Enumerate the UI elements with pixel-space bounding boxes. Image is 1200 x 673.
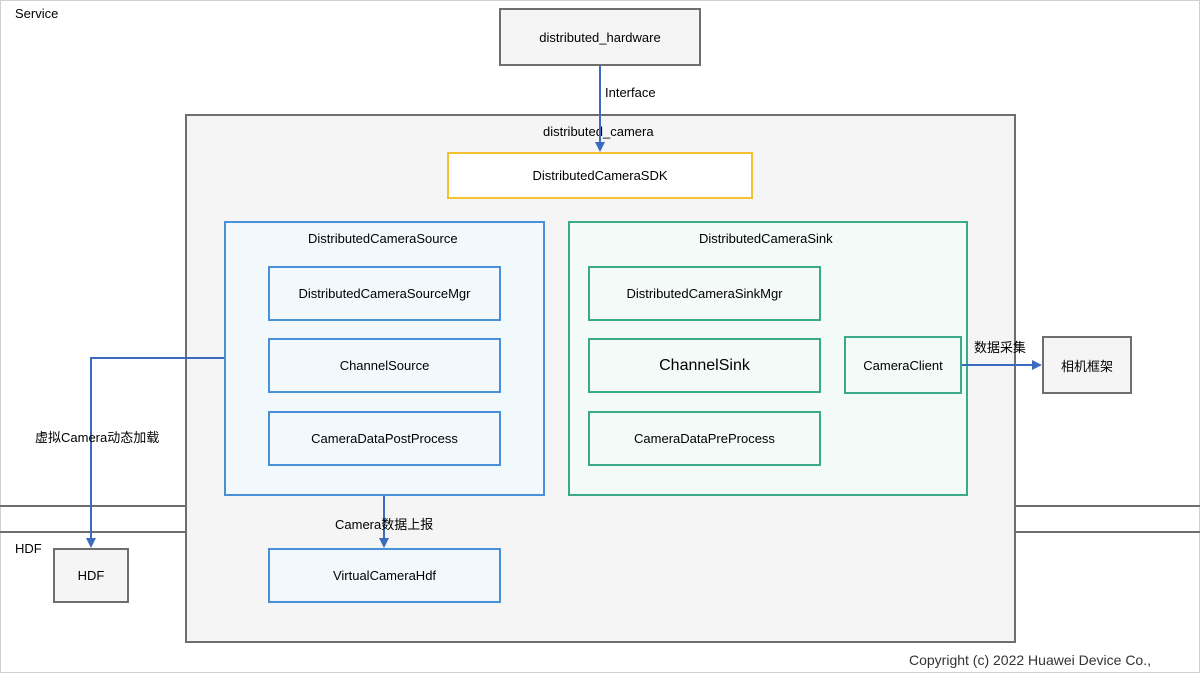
pre-process-box: CameraDataPreProcess — [588, 411, 821, 466]
data-collect-label: 数据采集 — [974, 340, 1027, 355]
camera-sdk-box: DistributedCameraSDK — [447, 152, 753, 199]
copyright-text: Copyright (c) 2022 Huawei Device Co., — [909, 652, 1151, 668]
camera-sink-title: DistributedCameraSink — [699, 231, 833, 246]
channel-sink-box: ChannelSink — [588, 338, 821, 393]
interface-label: Interface — [605, 85, 656, 100]
distributed-camera-title: distributed_camera — [543, 124, 654, 139]
camera-source-title: DistributedCameraSource — [308, 231, 458, 246]
virtual-camera-hdf-box: VirtualCameraHdf — [268, 548, 501, 603]
channel-source-box: ChannelSource — [268, 338, 501, 393]
sink-mgr-box: DistributedCameraSinkMgr — [588, 266, 821, 321]
source-mgr-box: DistributedCameraSourceMgr — [268, 266, 501, 321]
virtual-load-arrow — [86, 357, 224, 548]
post-process-box: CameraDataPostProcess — [268, 411, 501, 466]
zone-label-service: Service — [15, 6, 59, 21]
distributed-hardware-box: distributed_hardware — [499, 8, 701, 66]
data-report-label: Camera数据上报 — [335, 517, 434, 532]
zone-label-hdf: HDF — [15, 541, 42, 556]
hdf-box: HDF — [53, 548, 129, 603]
virtual-load-label: 虚拟Camera动态加载 — [35, 430, 160, 445]
camera-client-box: CameraClient — [844, 336, 962, 394]
camera-framework-box: 相机框架 — [1042, 336, 1132, 394]
